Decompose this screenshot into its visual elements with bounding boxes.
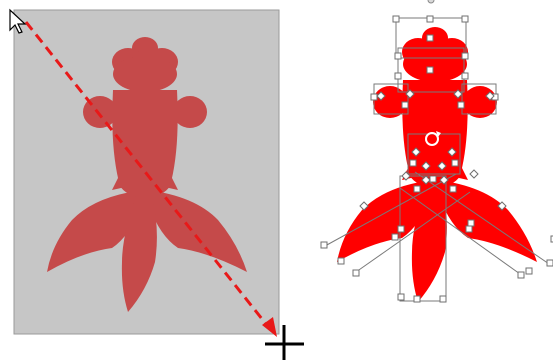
goldfish-shape-group[interactable] bbox=[321, 0, 553, 302]
top-rotation-handle[interactable] bbox=[428, 0, 434, 3]
